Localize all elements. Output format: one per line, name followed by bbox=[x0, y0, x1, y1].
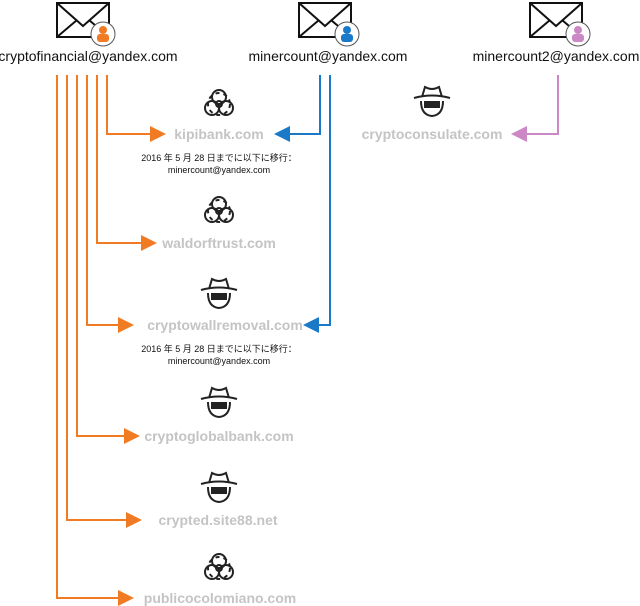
orange-connectors bbox=[56, 75, 166, 606]
email-icon-cryptofinancial bbox=[56, 2, 116, 47]
hacker-hat-icon bbox=[200, 472, 238, 503]
domain-label: waldorftrust.com bbox=[162, 235, 276, 251]
email-icon-minercount2 bbox=[529, 2, 591, 47]
blue-connectors bbox=[274, 75, 331, 333]
domain-label: kipibank.com bbox=[174, 126, 264, 142]
migration-note: 2016 年 5 月 28 日までに以下に移行：minercount@yande… bbox=[141, 153, 297, 175]
email-label: cryptofinancial@yandex.com bbox=[0, 48, 178, 64]
hacker-hat-icon bbox=[200, 387, 238, 418]
domain-label: cryptowallremoval.com bbox=[147, 317, 303, 333]
hacker-hat-icon bbox=[200, 278, 238, 309]
biohazard-icon bbox=[204, 89, 234, 116]
domain-label: publicocolomiano.com bbox=[143, 590, 297, 606]
pink-connector bbox=[511, 75, 559, 142]
domain-label: cryptoconsulate.com bbox=[361, 126, 503, 142]
domain-label: crypted.site88.net bbox=[158, 512, 278, 528]
biohazard-icon bbox=[204, 196, 234, 223]
email-label: minercount@yandex.com bbox=[248, 48, 408, 64]
email-icon-minercount bbox=[298, 2, 360, 47]
email-label: minercount2@yandex.com bbox=[472, 48, 640, 64]
biohazard-icon bbox=[204, 553, 234, 580]
domain-label: cryptoglobalbank.com bbox=[144, 428, 294, 444]
hacker-hat-icon bbox=[413, 86, 451, 117]
migration-note: 2016 年 5 月 28 日までに以下に移行：minercount@yande… bbox=[141, 344, 297, 366]
